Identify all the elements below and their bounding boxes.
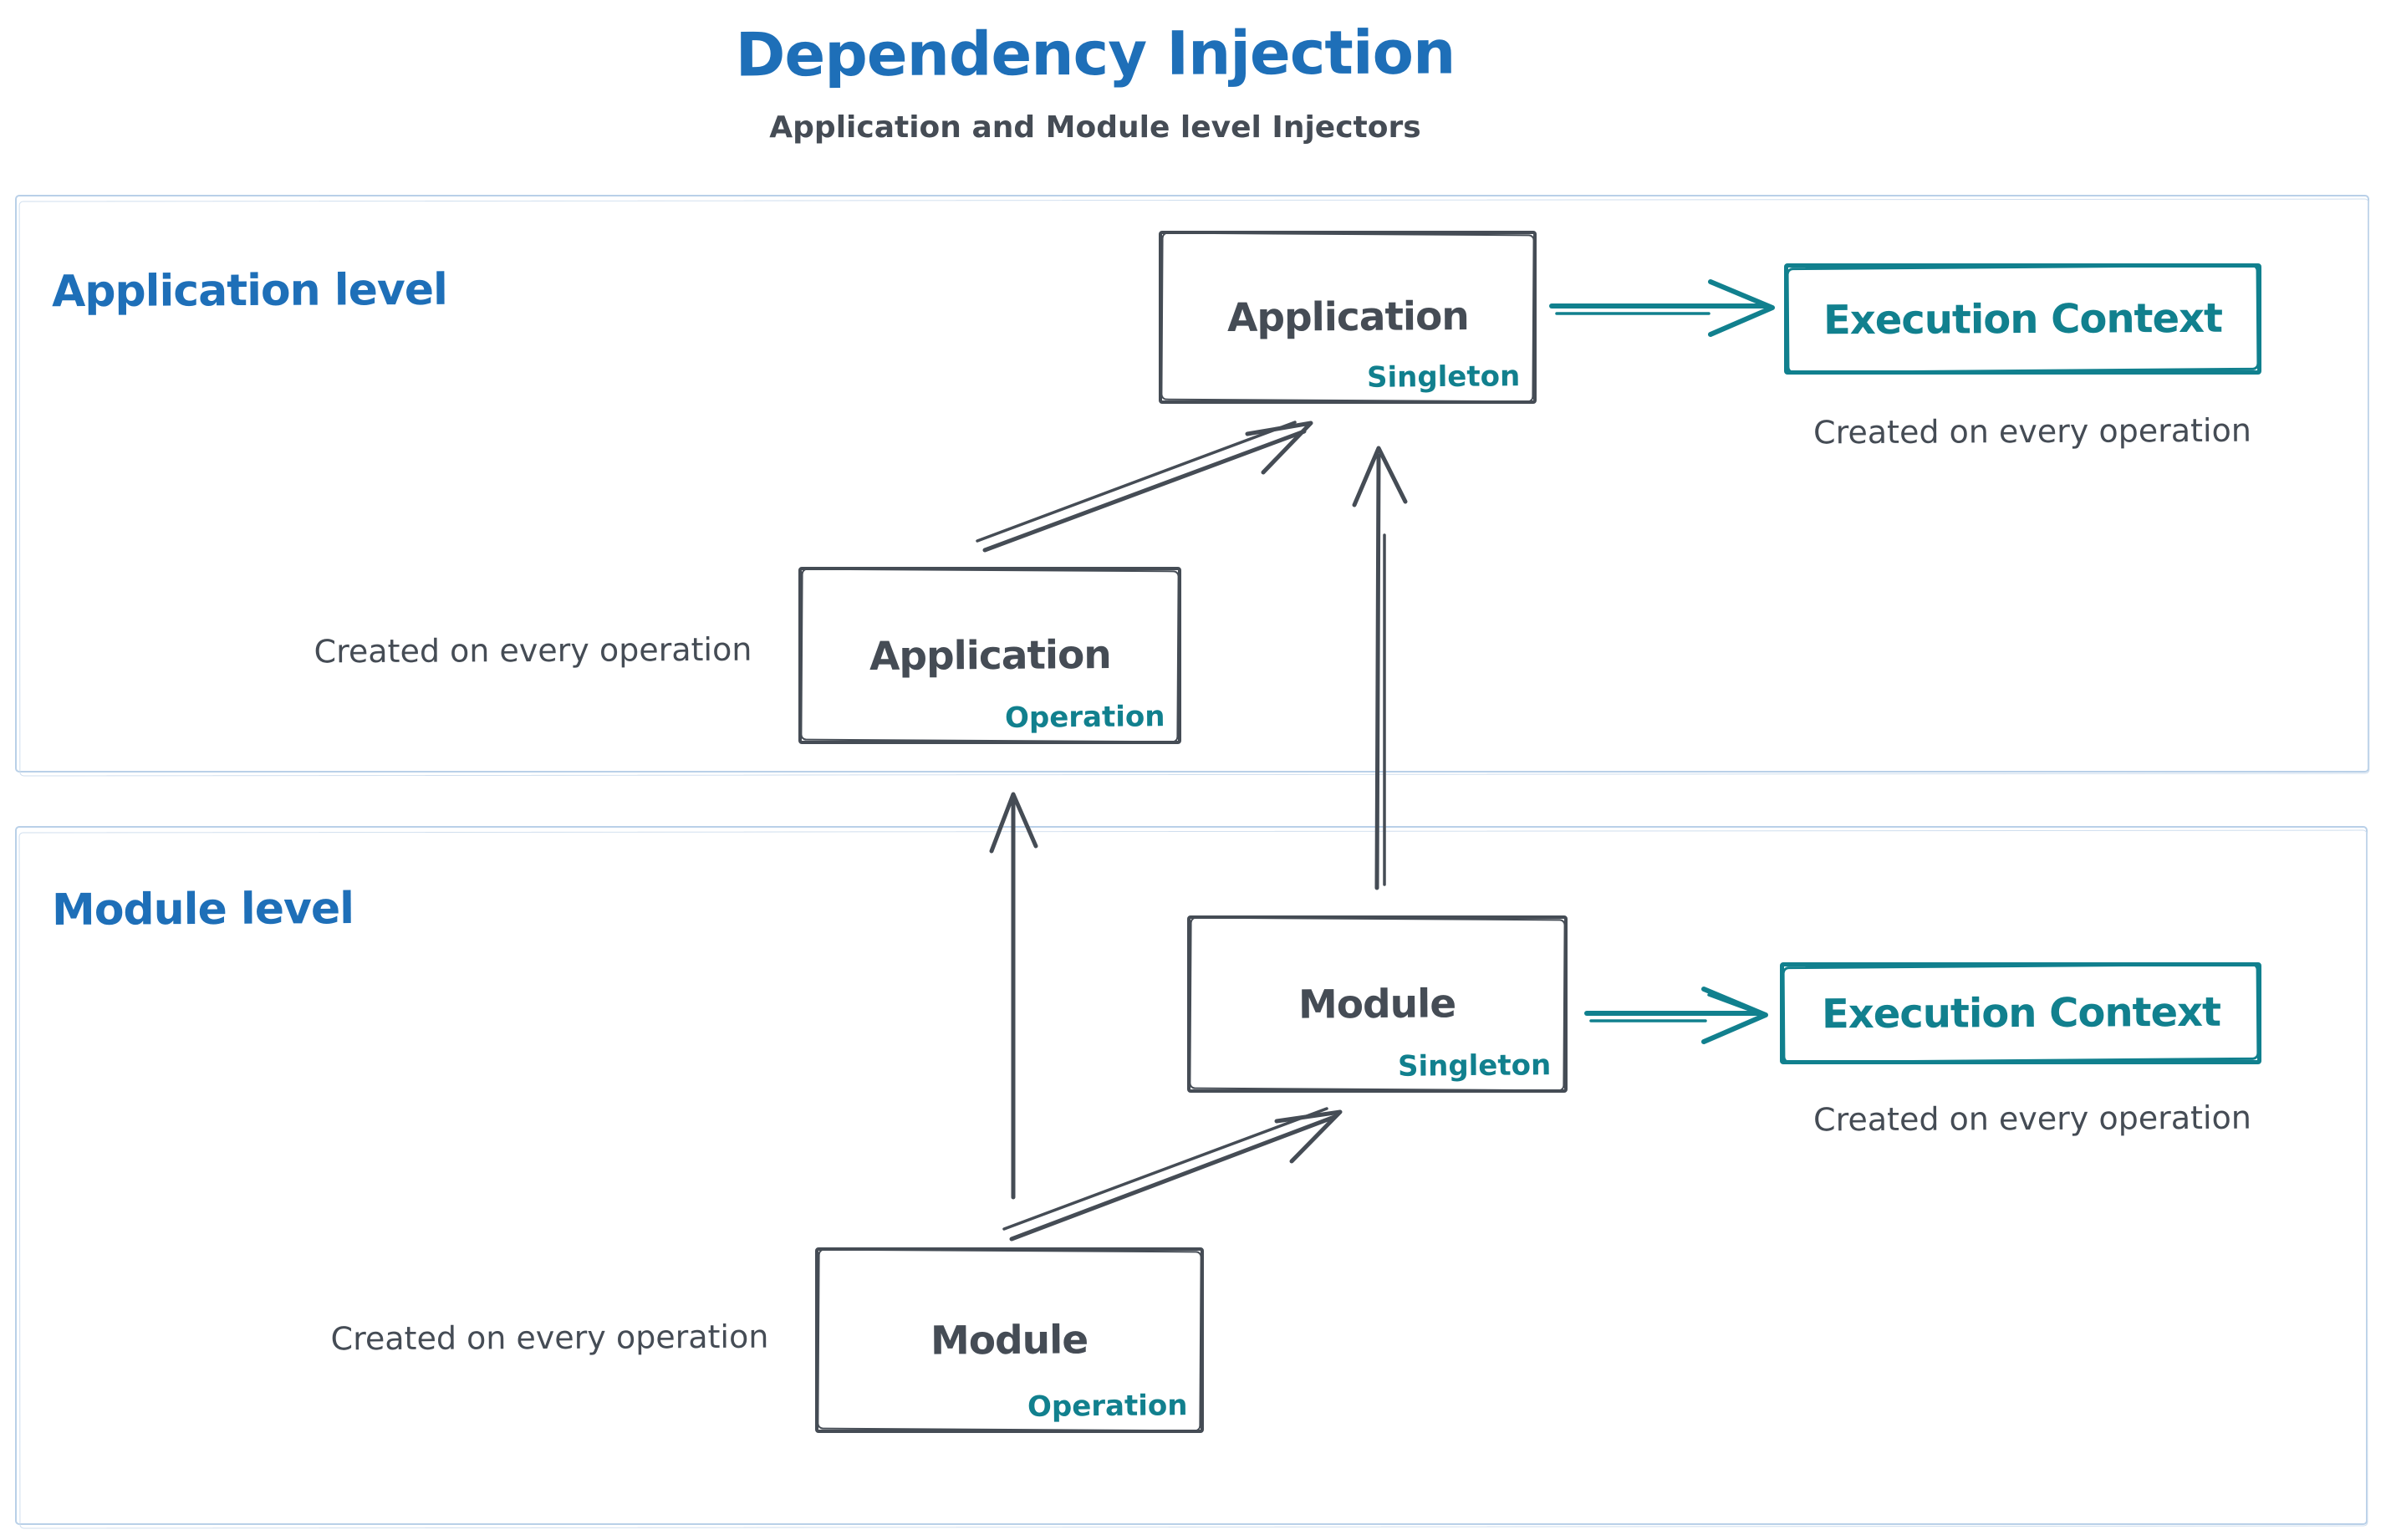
caption-application-operation: Created on every operation	[314, 630, 752, 671]
caption-module-execution: Created on every operation	[1812, 1099, 2251, 1139]
arrow-module-singleton-to-app-singleton	[1352, 446, 1408, 890]
node-module-singleton-title: Module	[1298, 980, 1456, 1028]
caption-module-operation: Created on every operation	[330, 1318, 769, 1358]
section-module-label: Module level	[51, 884, 354, 936]
arrow-module-operation-to-module-singleton	[1002, 1107, 1343, 1242]
node-application-singleton-title: Application	[1226, 293, 1469, 342]
arrow-module-operation-to-app-operation	[989, 792, 1038, 1200]
caption-application-execution: Created on every operation	[1812, 411, 2251, 451]
node-execution-context-application: Execution Context	[1784, 263, 2261, 375]
section-application-label: Application level	[51, 264, 448, 318]
node-module-operation: Module Operation	[815, 1247, 1204, 1433]
node-application-singleton: Application Singleton	[1159, 231, 1537, 404]
node-execution-context-module: Execution Context	[1780, 962, 2261, 1064]
node-module-operation-badge: Operation	[1027, 1389, 1188, 1424]
node-module-singleton-badge: Singleton	[1397, 1048, 1552, 1084]
page-title: Dependency Injection	[735, 17, 1456, 90]
node-application-operation-badge: Operation	[1004, 700, 1165, 735]
section-module-level	[15, 826, 2368, 1525]
node-module-operation-title: Module	[930, 1316, 1088, 1364]
node-application-singleton-badge: Singleton	[1366, 360, 1521, 395]
arrow-app-operation-to-app-singleton	[976, 421, 1313, 553]
execution-context-application-title: Execution Context	[1823, 294, 2223, 344]
execution-context-module-title: Execution Context	[1821, 988, 2220, 1038]
arrow-module-singleton-to-execution-context	[1584, 987, 1768, 1044]
section-application-level	[15, 195, 2369, 773]
page-subtitle: Application and Module level Injectors	[769, 110, 1421, 145]
node-application-operation-title: Application	[869, 631, 1111, 680]
node-application-operation: Application Operation	[798, 567, 1181, 744]
arrow-app-singleton-to-execution-context	[1549, 279, 1775, 337]
node-module-singleton: Module Singleton	[1187, 915, 1568, 1093]
